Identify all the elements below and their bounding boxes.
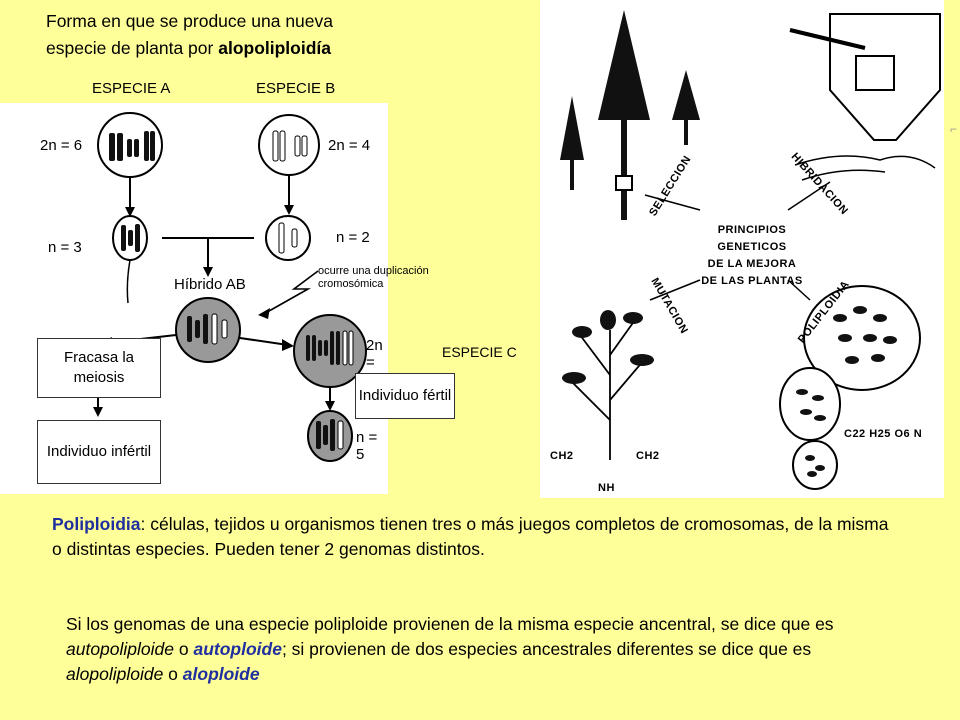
ch2-right-label: CH2 xyxy=(636,450,660,462)
species-c-n-label: n = 5 xyxy=(356,429,378,463)
ch2-left-label: CH2 xyxy=(550,450,574,462)
p2-text4: o xyxy=(163,664,183,684)
center-title-line3: DE LAS PLANTAS xyxy=(701,275,803,287)
fertile-box: Individuo fértil xyxy=(355,373,455,419)
nh-label: NH xyxy=(598,482,615,494)
p2-term-autoploide: autoploide xyxy=(193,639,282,659)
title-line2-bold: alopoliploidía xyxy=(218,38,331,58)
fail-meiosis-box: Fracasa la meiosis xyxy=(37,338,161,398)
duplication-label: ocurre una duplicación cromosómica xyxy=(318,265,429,290)
species-a-label: ESPECIE A xyxy=(92,80,171,97)
p2-text1: Si los genomas de una especie poliploide… xyxy=(66,614,834,634)
center-title-line1: PRINCIPIOS GENETICOS xyxy=(717,224,787,253)
p2-text2: o xyxy=(174,639,194,659)
species-a-n-label: n = 3 xyxy=(48,239,82,256)
p2-italic-autopoliploide: autopoliploide xyxy=(66,639,175,659)
title-line1: Forma en que se produce una nueva xyxy=(46,11,333,31)
slide-title: Forma en que se produce una nueva especi… xyxy=(46,8,466,62)
p2-italic-alopoliploide: alopoliploide xyxy=(66,664,164,684)
p2-term-aloploide: aloploide xyxy=(182,664,260,684)
species-b-2n-label: 2n = 4 xyxy=(328,137,371,154)
term-poliploidia: Poliploidia xyxy=(52,514,141,534)
paragraph-polyploidy-definition: Poliploidia: células, tejidos u organism… xyxy=(52,512,892,562)
alopoliploidy-diagram: ESPECIE A ESPECIE B 2n = 6 2n = 4 n = 3 … xyxy=(0,80,429,494)
infertile-box: Individuo infértil xyxy=(37,420,161,484)
diagram-drawing xyxy=(93,112,367,462)
infertile-text: Individuo infértil xyxy=(46,443,152,460)
title-line2-prefix: especie de planta por xyxy=(46,38,219,58)
hybrid-label: Híbrido AB xyxy=(174,276,246,293)
illustration-drawing xyxy=(560,10,941,490)
species-a-2n-label: 2n = 6 xyxy=(40,137,83,154)
species-b-label: ESPECIE B xyxy=(256,80,336,97)
species-c-label: ESPECIE C xyxy=(442,344,517,360)
paragraph1-text: : células, tejidos u organismos tienen t… xyxy=(52,514,889,559)
paragraph-auto-alo: Si los genomas de una especie poliploide… xyxy=(66,612,906,687)
center-title-line2: DE LA MEJORA xyxy=(707,258,797,270)
plant-breeding-illustration: PRINCIPIOS GENETICOS DE LA MEJORA DE LAS… xyxy=(540,0,944,498)
species-b-n-label: n = 2 xyxy=(336,229,370,246)
fail-meiosis-text: Fracasa la meiosis xyxy=(63,349,135,386)
slide-edge-marker-icon: ⌐ xyxy=(950,122,958,136)
fertile-text: Individuo fértil xyxy=(358,387,452,404)
p2-text3: ; si provienen de dos especies ancestral… xyxy=(281,639,812,659)
center-title: PRINCIPIOS GENETICOS DE LA MEJORA DE LAS… xyxy=(682,222,822,290)
formula-label: C22 H25 O6 N xyxy=(844,428,923,440)
